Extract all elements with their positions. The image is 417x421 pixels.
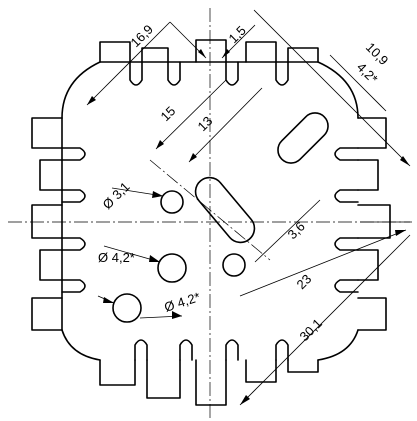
arrowheads xyxy=(87,49,410,405)
dim-3-6-line xyxy=(254,199,321,263)
left-fin-2 xyxy=(39,159,63,191)
dim-4-2-line xyxy=(329,54,387,112)
left-fin-1 xyxy=(31,117,63,149)
dim-15-line xyxy=(155,79,227,150)
dim-16-9-label: 16,9 xyxy=(128,22,157,51)
top-slot-3 xyxy=(225,61,239,86)
top-fin-2 xyxy=(141,47,169,63)
dim-16-9-line xyxy=(86,21,171,106)
bottom-slot-2 xyxy=(179,339,193,361)
bottom-fin-2 xyxy=(146,359,181,399)
dim-10-9-line xyxy=(253,9,411,167)
bottom-slot-4 xyxy=(275,339,289,361)
right-fins xyxy=(334,117,391,331)
right-slot-1 xyxy=(334,147,359,161)
dim-30-1-line xyxy=(239,234,411,406)
slot-centerline xyxy=(149,159,271,261)
bottom-fin-3 xyxy=(195,359,227,406)
left-slot-1 xyxy=(61,147,86,161)
top-slot-4 xyxy=(275,61,289,86)
bottom-fins xyxy=(99,339,319,406)
bottom-slot-1 xyxy=(134,339,148,361)
right-fin-1 xyxy=(357,117,387,149)
arrowhead xyxy=(222,49,230,58)
hole-small-right xyxy=(222,253,246,277)
left-fin-5 xyxy=(31,297,63,331)
dim-13-line xyxy=(188,87,263,163)
right-fin-3 xyxy=(357,204,391,239)
right-fin-2 xyxy=(357,159,379,191)
arrowhead xyxy=(395,230,406,236)
left-fins xyxy=(31,117,86,331)
right-slot-4 xyxy=(334,279,359,293)
arrowhead xyxy=(400,156,410,166)
top-fin-4 xyxy=(245,41,277,63)
dim-13-label: 13 xyxy=(195,113,216,134)
arrowhead xyxy=(172,311,182,319)
bottom-slot-3 xyxy=(225,339,239,361)
bottom-fin-5 xyxy=(287,359,319,373)
dim-23-line xyxy=(239,229,407,297)
dia-4-2-bottom-label: Ø 4,2* xyxy=(162,289,202,315)
arrowhead xyxy=(189,153,197,162)
corner-top-left xyxy=(61,61,101,119)
arrowhead xyxy=(156,140,164,149)
dia-3-1-label: Ø 3,1 xyxy=(100,179,133,212)
dim-15-label: 15 xyxy=(158,103,179,124)
corner-bottom-left xyxy=(61,329,101,361)
body-corners xyxy=(61,61,359,361)
dia-4-2-left-label: Ø 4,2* xyxy=(98,250,135,265)
bottom-fin-4 xyxy=(245,359,277,383)
arrowhead xyxy=(152,191,163,198)
arrowhead xyxy=(198,49,206,58)
corner-bottom-right xyxy=(317,329,359,361)
top-fin-1 xyxy=(99,41,131,63)
hole-dia-4-2-bottom xyxy=(112,293,142,323)
arrowhead xyxy=(149,255,160,262)
slot-center xyxy=(194,176,256,244)
hole-dia-3-1 xyxy=(160,190,184,214)
top-fin-5 xyxy=(287,47,319,63)
right-slot-2 xyxy=(334,189,359,203)
right-fin-5 xyxy=(357,297,387,331)
arrowhead xyxy=(87,96,96,105)
left-fin-3 xyxy=(31,204,63,239)
corner-top-right xyxy=(317,61,359,119)
left-slot-4 xyxy=(61,279,86,293)
arrowhead xyxy=(103,297,114,303)
top-slot-2 xyxy=(167,61,181,86)
dim-30-1-label: 30,1 xyxy=(297,316,326,345)
arrowhead xyxy=(240,395,250,405)
right-slot-3 xyxy=(334,237,359,251)
left-fin-4 xyxy=(39,249,63,281)
bottom-fin-1 xyxy=(99,359,136,386)
hole-dia-4-2-left xyxy=(157,253,187,283)
right-fin-4 xyxy=(357,249,379,281)
top-slot-1 xyxy=(129,61,143,86)
top-fins xyxy=(99,39,319,86)
dim-23-label: 23 xyxy=(294,271,315,292)
slot-upper-right xyxy=(277,112,329,164)
left-slot-2 xyxy=(61,189,86,203)
left-slot-3 xyxy=(61,237,86,251)
holes xyxy=(112,112,329,323)
